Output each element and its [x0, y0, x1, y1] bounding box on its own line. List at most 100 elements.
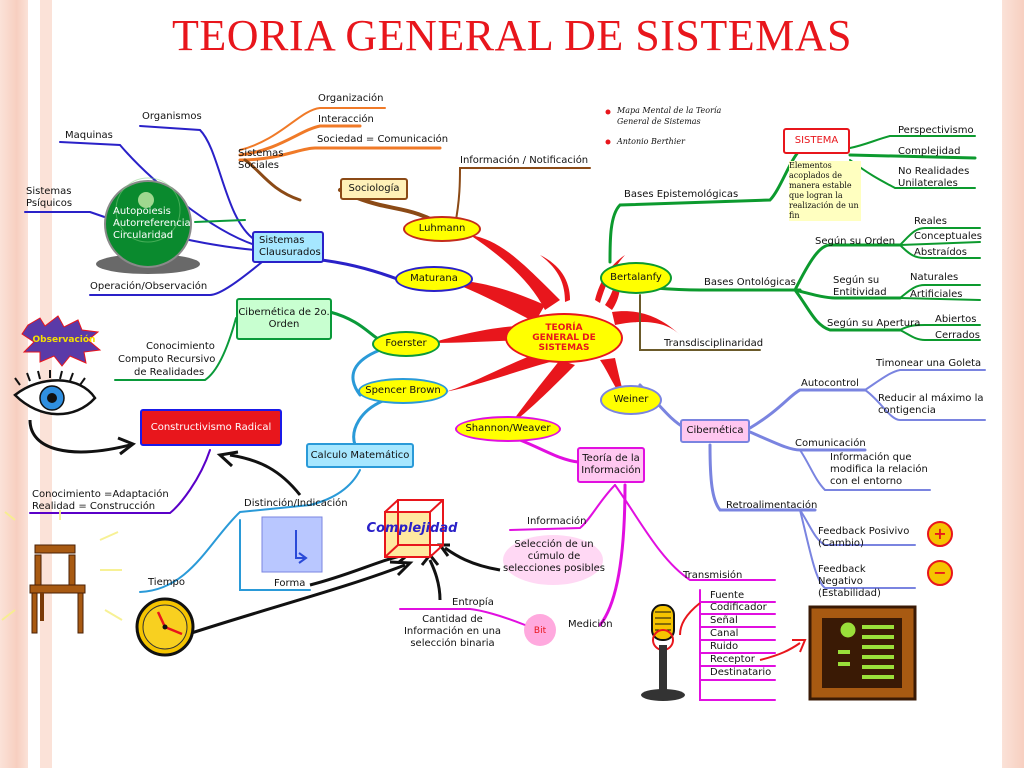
transmision-item-senal: Señal: [710, 615, 738, 626]
cibernetica-node: Cibernética: [680, 419, 750, 443]
segun-su-entitividad-label: Según su Entitividad: [833, 275, 887, 298]
transmision-item-ruido: Ruido: [710, 641, 739, 652]
elementos-acoplados-label: Elementos acoplados de manera estable qu…: [789, 161, 861, 221]
de-realidades-label: de Realidades: [134, 367, 205, 378]
sphere-icon: [96, 177, 200, 274]
sociologia-node: Sociología: [340, 178, 408, 200]
abstraidos-label: Abstraídos: [914, 247, 968, 258]
unilaterales-label: Unilaterales: [898, 178, 958, 189]
maquinas-label: Maquinas: [65, 130, 113, 141]
complejidad-item-label: Complejidad: [898, 146, 961, 157]
comunicacion-label: Comunicación: [795, 438, 866, 449]
complejidad-label: Complejidad: [366, 521, 458, 536]
clock-icon: [135, 597, 195, 657]
informacion-label: Información: [527, 516, 587, 527]
transmision-item-receptor: Receptor: [710, 654, 755, 665]
note-line-1: Mapa Mental de la Teoría: [617, 106, 722, 115]
organizacion-label: Organización: [318, 93, 384, 104]
weiner-node: Weiner: [600, 385, 662, 415]
left-decorative-stripe: [0, 0, 28, 768]
foerster-node: Foerster: [372, 331, 440, 357]
sistemas-sociales-label: Sistemas Sociales: [238, 148, 284, 171]
sistemas-psiquicos-label: Sistemas Psíquicos: [26, 186, 73, 209]
forma-icon: [261, 516, 323, 573]
eye-icon: [13, 370, 97, 416]
cantidad-informacion-label: Cantidad de Información en una selección…: [403, 614, 502, 649]
transmision-item-codificador: Codificador: [710, 602, 767, 613]
teoria-informacion-node: Teoría de la Información: [577, 447, 645, 483]
spencer-brown-node: Spencer Brown: [358, 378, 448, 404]
transmision-item-destinatario: Destinatario: [710, 667, 772, 678]
reales-label: Reales: [914, 216, 947, 227]
calculo-matematico-node: Calculo Matemático: [306, 443, 414, 468]
autopoiesis-label: Autopoiesis: [113, 206, 171, 217]
autorreferencia-label: Autorreferencia: [113, 218, 191, 229]
medicion-label: Medición: [568, 619, 613, 630]
bertalanfy-node: Bertalanfy: [600, 262, 672, 294]
conocimiento-label: Conocimiento: [146, 341, 215, 352]
maturana-node: Maturana: [395, 266, 473, 292]
plus-circle: [927, 521, 953, 547]
entropia-label: Entropía: [452, 597, 494, 608]
bases-ontologicas-label: Bases Ontológicas: [704, 277, 796, 288]
retroalimentacion-label: Retroalimentación: [726, 500, 818, 511]
center-node: TEORÍA GENERAL DE SISTEMAS: [505, 313, 623, 363]
artificiales-label: Artificiales: [910, 289, 963, 300]
transmision-item-canal: Canal: [710, 628, 739, 639]
transmision-label: Transmisión: [683, 570, 743, 581]
segun-su-apertura-label: Según su Apertura: [827, 318, 921, 329]
luhmann-node: Luhmann: [403, 216, 481, 242]
shannon-weaver-node: Shannon/Weaver: [455, 416, 561, 442]
note-line-2: General de Sistemas: [617, 117, 701, 126]
forma-label: Forma: [274, 578, 306, 589]
distincion-indicacion-label: Distinción/Indicación: [244, 498, 348, 509]
cerrados-label: Cerrados: [935, 330, 980, 341]
slide-title: TEORIA GENERAL DE SISTEMAS: [172, 11, 852, 60]
microphone-icon: [641, 604, 685, 701]
chair-icon: [1, 510, 123, 634]
reducir-label: Reducir al máximo la contigencia: [878, 393, 984, 416]
sistemas-clausurados-node: Sistemas Clausurados: [252, 231, 324, 263]
radio-icon: [808, 605, 917, 701]
bases-epistemologicas-label: Bases Epistemológicas: [624, 189, 739, 200]
observacion-burst: [21, 315, 102, 367]
bit-glow: [524, 614, 556, 646]
feedback-positivo-label: Feedback Posivivo (Cambio): [818, 526, 910, 549]
operacion-observacion-label: Operación/Observación: [90, 281, 208, 292]
realidad-construccion-label: Realidad = Construcción: [32, 501, 156, 512]
minus-icon: −: [933, 563, 947, 582]
timonear-label: Timonear una Goleta: [876, 358, 982, 369]
observacion-label: Observación: [32, 335, 96, 345]
informacion-modifica-label: Información que modifica la relación con…: [830, 452, 928, 487]
sociedad-comunicacion-label: Sociedad = Comunicación: [317, 134, 449, 145]
informacion-notificacion-label: Información / Notificación: [460, 155, 589, 166]
right-decorative-stripe: [1002, 0, 1024, 768]
cibernetica-2o-orden-node: Cibernética de 2o. Orden: [236, 298, 332, 340]
autocontrol-label: Autocontrol: [801, 378, 859, 389]
naturales-label: Naturales: [910, 272, 959, 283]
transdisciplinariedad-label: Transdisciplinaridad: [664, 338, 764, 349]
minus-circle: [927, 560, 953, 586]
plus-icon: +: [933, 524, 947, 543]
perspectivismo-label: Perspectivismo: [898, 125, 974, 136]
transmision-item-fuente: Fuente: [710, 590, 745, 601]
organismos-label: Organismos: [142, 111, 202, 122]
interaccion-label: Interacción: [318, 114, 374, 125]
conocimiento-adaptacion-label: Conocimiento =Adaptación: [32, 489, 169, 500]
center-rays: [430, 235, 680, 425]
note-bullet-1: [605, 109, 611, 115]
circularidad-label: Circularidad: [113, 230, 174, 241]
sistema-node: SISTEMA: [783, 128, 850, 154]
seleccion-cumulo-label: Selección de un cúmulo de selecciones po…: [502, 539, 605, 574]
seleccion-glow: [503, 535, 603, 585]
note-bullet-2: [605, 139, 611, 145]
note-author: Antonio Berthier: [617, 137, 685, 146]
tiempo-label: Tiempo: [148, 577, 185, 588]
cube-icon: [384, 499, 444, 558]
bit-label: Bit: [533, 626, 547, 636]
computo-recursivo-label: Computo Recursivo: [118, 354, 216, 365]
segun-su-orden-label: Según su Orden: [815, 236, 896, 247]
no-realidades-label: No Realidades: [898, 166, 970, 177]
abiertos-label: Abiertos: [935, 314, 977, 325]
